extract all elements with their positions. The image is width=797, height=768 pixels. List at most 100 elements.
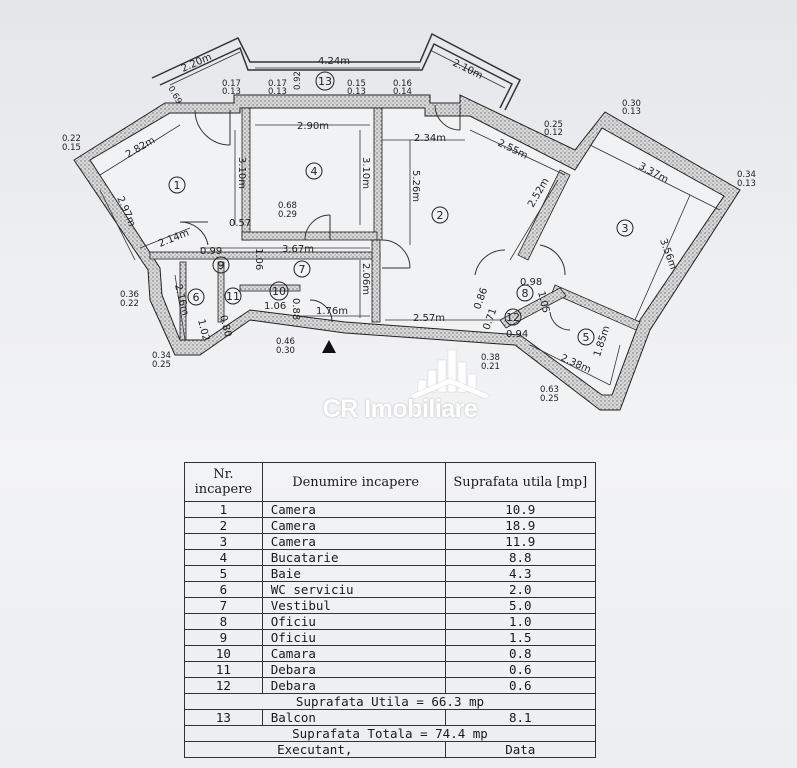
wall-mark: 0.30 (622, 99, 641, 109)
floor-plan: 1 2 3 4 5 6 7 8 9 10 11 12 13 2.20m 4.24… (62, 32, 756, 411)
wall-mark: 0.13 (737, 179, 756, 189)
table-row: Suprafata Utila = 66.3 mp (184, 693, 596, 710)
dim-label: 1.06 (264, 301, 286, 312)
room-name: Camara (261, 645, 446, 662)
wall-mark: 0.25 (544, 120, 563, 130)
entrance-arrow-icon (322, 340, 336, 353)
balcon-nr: 13 (184, 709, 263, 726)
room-number-7: 7 (299, 263, 306, 276)
wall-mark: 0.14 (393, 87, 412, 97)
room-name: Oficiu (261, 613, 446, 630)
suprafata-totala: Suprafata Totala = 74.4 mp (184, 725, 596, 742)
dim-label: 2.34m (414, 133, 446, 144)
dim-label: 2.20m (180, 52, 214, 75)
wall-mark: 0.34 (737, 170, 756, 180)
dim-label: 0.80 (217, 314, 233, 338)
room-number-1: 1 (174, 179, 181, 192)
room-nr: 4 (184, 549, 263, 566)
dim-label: 3.10m (360, 157, 371, 189)
room-number-4: 4 (311, 165, 318, 178)
wall-mark: 0.38 (481, 353, 500, 363)
wall-mark: 0.15 (62, 143, 81, 153)
room-numbers: 1 2 3 4 5 6 7 8 9 10 11 12 13 (174, 75, 629, 344)
room-area: 0.8 (444, 645, 597, 662)
room-nr: 9 (184, 629, 263, 646)
dim-label: 3.67m (282, 244, 314, 255)
wall-mark: 0.13 (268, 87, 287, 97)
table-row: 13 Balcon 8.1 (184, 709, 597, 726)
room-name: Camera (261, 501, 446, 518)
room-area: 5.0 (444, 597, 597, 614)
room-number-6: 6 (193, 291, 200, 304)
wall-mark: 0.92 (293, 71, 303, 90)
room-area: 10.9 (444, 501, 597, 518)
room-area: 11.9 (444, 533, 597, 550)
wall-mark: 0.63 (540, 385, 559, 395)
dim-label: 0.94 (506, 329, 528, 340)
room-number-5: 5 (583, 331, 590, 344)
wall-mark: 0.29 (278, 210, 297, 220)
room-name: Baie (261, 565, 446, 582)
wall-mark: 0.68 (278, 201, 297, 211)
room-area: 2.0 (444, 581, 597, 598)
suprafata-utila: Suprafata Utila = 66.3 mp (184, 693, 596, 710)
wall-mark: 0.13 (222, 87, 241, 97)
wall-mark: 0.21 (481, 362, 500, 372)
room-number-3: 3 (622, 222, 629, 235)
door-swings (179, 104, 571, 331)
room-nr: 8 (184, 613, 263, 630)
wall-mark: 0.36 (120, 290, 139, 300)
wall-mark: 0.15 (347, 79, 366, 89)
executant: Executant, (184, 741, 446, 758)
dim-label: 0.57 (229, 218, 251, 229)
room-area: 8.8 (444, 549, 597, 566)
room-number-9: 9 (218, 259, 225, 272)
room-number-12: 12 (506, 311, 520, 324)
room-markers (168, 71, 634, 346)
wall-mark: 0.46 (276, 337, 295, 347)
table-row: Suprafata Totala = 74.4 mp (184, 725, 596, 742)
wall-mark: 0.13 (622, 107, 641, 117)
wall-mark: 0.22 (62, 134, 81, 144)
room-nr: 5 (184, 565, 263, 582)
dim-label: 2.57m (413, 313, 445, 324)
data-label: Data (444, 741, 597, 758)
room-number-13: 13 (318, 75, 332, 88)
wall-mark: 0.17 (268, 79, 287, 89)
dim-label: 0.99 (200, 246, 222, 257)
room-area: 18.9 (444, 517, 597, 534)
wall-mark: 0.30 (276, 346, 295, 356)
room-area: 0.6 (444, 661, 597, 678)
wall-mark: 0.34 (152, 351, 171, 361)
watermark: CR Imobiliare (300, 345, 500, 425)
dim-label: 0.88 (290, 298, 301, 320)
watermark-brand: CR Imobiliare (322, 395, 478, 423)
dim-label: 0.98 (520, 277, 542, 288)
room-nr: 1 (184, 501, 263, 518)
dimension-lines (99, 49, 721, 386)
room-area: 1.0 (444, 613, 597, 630)
room-name: Debara (261, 677, 446, 694)
dim-label: 2.90m (297, 121, 329, 132)
room-name: Debara (261, 661, 446, 678)
room-nr: 7 (184, 597, 263, 614)
header-nr: Nr. incapere (184, 462, 263, 502)
dim-label: 1.05 (535, 290, 551, 314)
room-number-10: 10 (272, 285, 286, 298)
room-nr: 3 (184, 533, 263, 550)
room-name: Camera (261, 533, 446, 550)
room-nr: 2 (184, 517, 263, 534)
dim-label: 3.10m (236, 157, 247, 189)
dim-label: 1.76m (316, 306, 348, 317)
room-nr: 6 (184, 581, 263, 598)
wall-mark: 0.25 (152, 360, 171, 370)
